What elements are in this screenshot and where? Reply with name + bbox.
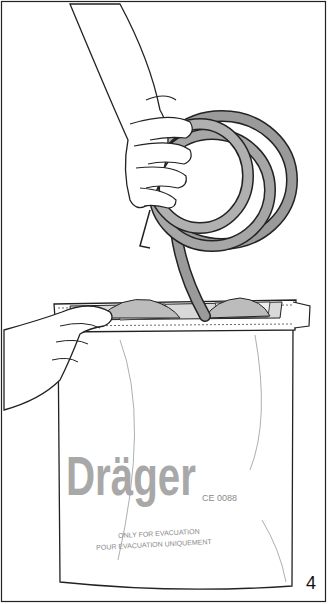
bag-tab xyxy=(293,302,310,328)
finger xyxy=(60,323,100,328)
lower-hand xyxy=(4,306,112,410)
mask-part xyxy=(205,298,270,318)
brand-logo: Dräger xyxy=(66,448,196,504)
finger xyxy=(56,340,88,344)
figure-number: 4 xyxy=(306,574,316,592)
bag-body xyxy=(58,328,293,589)
finger xyxy=(136,167,186,188)
bag-crease xyxy=(250,335,261,470)
bag-crease xyxy=(262,520,286,582)
finger xyxy=(52,358,78,362)
thumb xyxy=(146,96,176,100)
finger xyxy=(134,143,191,164)
finger xyxy=(140,188,176,208)
certification-mark: CE 0088 xyxy=(202,494,237,503)
finger xyxy=(130,117,192,140)
strap xyxy=(140,210,150,248)
